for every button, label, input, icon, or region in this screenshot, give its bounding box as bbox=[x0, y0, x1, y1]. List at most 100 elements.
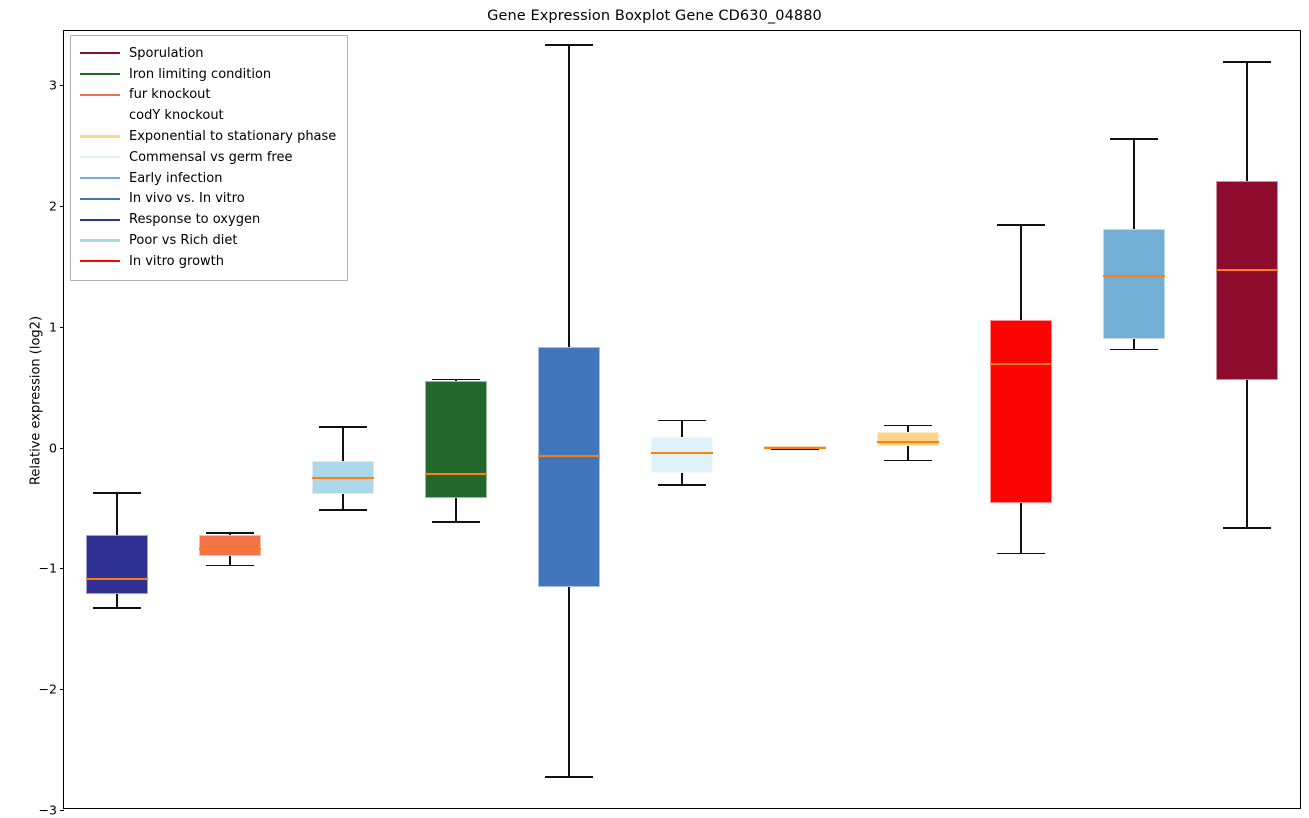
legend-item[interactable]: Exponential to stationary phase bbox=[80, 126, 336, 147]
legend-color-swatch bbox=[80, 218, 120, 221]
legend-item[interactable]: Response to oxygen bbox=[80, 209, 336, 230]
whisker-cap-lower bbox=[658, 483, 706, 486]
legend-color-swatch bbox=[80, 177, 120, 180]
legend-item-label: fur knockout bbox=[129, 87, 211, 103]
legend-color-swatch bbox=[80, 135, 120, 138]
whisker-cap-lower bbox=[884, 459, 932, 462]
whisker-upper bbox=[907, 424, 909, 432]
legend-item[interactable]: fur knockout bbox=[80, 85, 336, 106]
legend-item[interactable]: In vivo vs. In vitro bbox=[80, 189, 336, 210]
box-rect[interactable] bbox=[86, 534, 148, 594]
median-line bbox=[1216, 269, 1278, 272]
whisker-cap-upper bbox=[206, 532, 254, 534]
y-tick-mark bbox=[60, 206, 64, 208]
whisker-cap-upper bbox=[545, 44, 593, 46]
whisker-cap-lower bbox=[319, 509, 367, 511]
whisker-upper bbox=[116, 492, 118, 535]
legend-item[interactable]: Commensal vs germ free bbox=[80, 147, 336, 168]
y-tick-label: −1 bbox=[38, 560, 57, 576]
box-rect[interactable] bbox=[425, 381, 487, 499]
whisker-upper bbox=[1133, 138, 1135, 230]
legend-item[interactable]: codY knockout bbox=[80, 105, 336, 126]
y-tick-mark bbox=[60, 85, 64, 87]
whisker-upper bbox=[1246, 61, 1248, 181]
legend-item-label: Poor vs Rich diet bbox=[129, 233, 238, 249]
box-rect[interactable] bbox=[199, 534, 261, 557]
legend-color-swatch bbox=[80, 239, 120, 242]
whisker-lower bbox=[1246, 380, 1248, 528]
box-rect[interactable] bbox=[1216, 180, 1278, 381]
whisker-lower bbox=[455, 498, 457, 522]
whisker-cap-upper bbox=[658, 419, 706, 422]
y-tick-mark bbox=[60, 326, 64, 328]
box-rect[interactable] bbox=[1103, 229, 1165, 339]
whisker-upper bbox=[681, 419, 683, 437]
legend-item-label: Exponential to stationary phase bbox=[129, 129, 337, 145]
legend-color-swatch bbox=[80, 156, 120, 159]
whisker-lower bbox=[1133, 338, 1135, 349]
whisker-cap-upper bbox=[432, 378, 480, 381]
whisker-cap-lower bbox=[545, 776, 593, 778]
whisker-lower bbox=[907, 446, 909, 460]
y-tick-label: 3 bbox=[49, 77, 57, 93]
legend-item-label: Commensal vs germ free bbox=[129, 149, 293, 165]
legend-item[interactable]: Iron limiting condition bbox=[80, 64, 336, 85]
whisker-upper bbox=[1020, 224, 1022, 320]
y-tick-label: −2 bbox=[38, 681, 57, 697]
median-line bbox=[1103, 275, 1165, 278]
whisker-upper bbox=[342, 425, 344, 461]
box-rect[interactable] bbox=[651, 436, 713, 474]
whisker-cap-upper bbox=[319, 425, 367, 428]
legend-item-label: In vitro growth bbox=[129, 253, 224, 269]
y-tick-mark bbox=[60, 447, 64, 449]
whisker-lower bbox=[229, 556, 231, 565]
legend-item-label: Iron limiting condition bbox=[129, 66, 272, 82]
median-line bbox=[990, 363, 1052, 366]
median-line bbox=[651, 451, 713, 454]
legend-item-label: Sporulation bbox=[129, 45, 204, 61]
box-rect[interactable] bbox=[538, 347, 600, 587]
whisker-cap-lower bbox=[432, 521, 480, 523]
box-rect[interactable] bbox=[877, 431, 939, 447]
y-tick-label: 0 bbox=[49, 440, 57, 456]
box-rect[interactable] bbox=[990, 319, 1052, 504]
legend-item[interactable]: Early infection bbox=[80, 168, 336, 189]
legend-item[interactable]: Poor vs Rich diet bbox=[80, 230, 336, 251]
y-tick-mark bbox=[60, 810, 64, 811]
y-tick-label: 1 bbox=[49, 319, 57, 335]
whisker-cap-upper bbox=[997, 224, 1045, 226]
legend-item-label: In vivo vs. In vitro bbox=[129, 191, 245, 207]
whisker-cap-upper bbox=[1223, 61, 1271, 63]
median-line bbox=[425, 473, 487, 476]
y-tick-label: 2 bbox=[49, 198, 57, 214]
whisker-upper bbox=[568, 44, 570, 348]
whisker-lower bbox=[1020, 503, 1022, 553]
whisker-cap-lower bbox=[1110, 348, 1158, 351]
y-tick-label: −3 bbox=[38, 802, 57, 818]
median-line bbox=[877, 440, 939, 443]
median-line bbox=[538, 455, 600, 458]
legend-color-swatch bbox=[80, 260, 120, 263]
whisker-cap-lower bbox=[1223, 527, 1271, 529]
legend-item[interactable]: In vitro growth bbox=[80, 251, 336, 272]
legend-item[interactable]: Sporulation bbox=[80, 43, 336, 64]
whisker-cap-lower bbox=[206, 564, 254, 567]
median-line bbox=[312, 476, 374, 479]
page-title: Gene Expression Boxplot Gene CD630_04880 bbox=[487, 8, 822, 24]
y-axis-label: Relative expression (log2) bbox=[28, 315, 44, 486]
legend-item-label: Response to oxygen bbox=[129, 212, 261, 228]
whisker-lower bbox=[568, 586, 570, 777]
legend-item-label: codY knockout bbox=[129, 108, 224, 124]
whisker-cap-lower bbox=[771, 448, 819, 451]
whisker-cap-upper bbox=[884, 424, 932, 427]
whisker-cap-lower bbox=[93, 607, 141, 609]
median-line bbox=[86, 578, 148, 581]
whisker-cap-upper bbox=[93, 492, 141, 494]
median-line bbox=[764, 446, 826, 449]
median-line bbox=[199, 548, 261, 551]
y-tick-mark bbox=[60, 568, 64, 570]
whisker-cap-upper bbox=[1110, 138, 1158, 141]
legend-color-swatch bbox=[80, 73, 120, 76]
